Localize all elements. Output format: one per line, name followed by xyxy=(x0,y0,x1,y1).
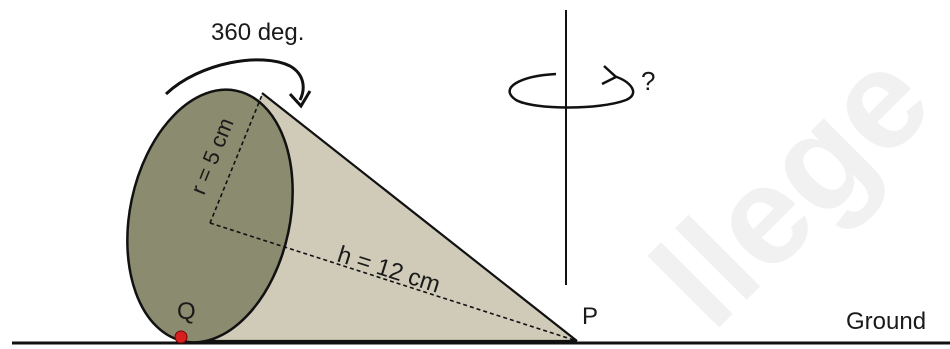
ground-label: Ground xyxy=(846,308,926,335)
cone-slant-edge xyxy=(261,92,578,342)
watermark: llege xyxy=(622,19,950,349)
base-rotation-arrow xyxy=(164,58,305,101)
axis-rotation-arrowhead xyxy=(601,65,619,86)
radius-dashed-line xyxy=(209,94,263,224)
point-p-label: P xyxy=(582,303,598,330)
point-q-marker xyxy=(174,330,188,344)
rotation-angle-label: 360 deg. xyxy=(211,19,304,46)
point-q-label: Q xyxy=(177,298,196,325)
axis-rotation-arrow xyxy=(508,72,635,109)
base-rotation-arrowhead xyxy=(288,90,312,109)
watermark-text: llege xyxy=(622,19,950,349)
height-dashed-line xyxy=(209,222,578,342)
question-mark-label: ? xyxy=(641,66,655,96)
